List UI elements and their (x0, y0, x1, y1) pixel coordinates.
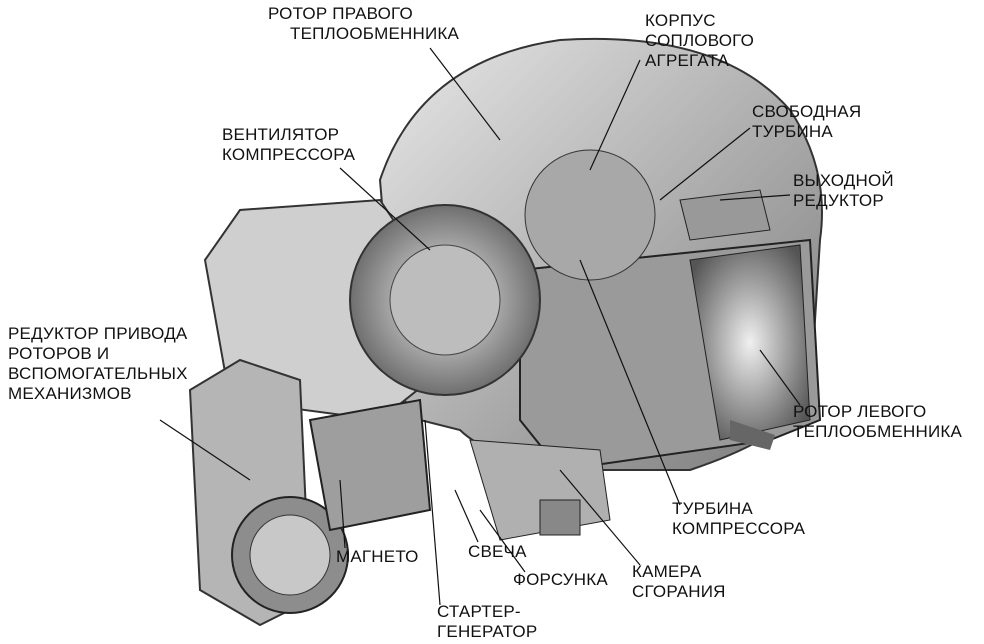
label-free-turbine: СВОБОДНАЯ ТУРБИНА (752, 102, 861, 142)
label-line: ВЕНТИЛЯТОР (222, 125, 340, 144)
label-nozzle-housing: КОРПУС СОПЛОВОГО АГРЕГАТА (645, 11, 754, 71)
label-line: ВСПОМОГАТЕЛЬНЫХ (8, 364, 188, 383)
label-line: РЕДУКТОР ПРИВОДА (8, 324, 188, 343)
label-line: МЕХАНИЗМОВ (8, 384, 132, 403)
engine-body (188, 37, 823, 627)
label-line: КАМЕРА (632, 562, 702, 581)
label-line: ТУРБИНА (752, 122, 833, 141)
label-right-heat-exchanger-rotor: РОТОР ПРАВОГО ТЕПЛООБМЕННИКА (268, 4, 459, 44)
label-compressor-fan: ВЕНТИЛЯТОР КОМПРЕССОРА (222, 125, 355, 165)
label-compressor-turbine: ТУРБИНА КОМПРЕССОРА (672, 499, 805, 539)
label-line: ВЫХОДНОЙ (793, 171, 894, 190)
label-line: ТЕПЛООБМЕННИКА (793, 422, 963, 441)
label-line: РЕДУКТОР (793, 191, 884, 210)
label-left-heat-exchanger-rotor: РОТОР ЛЕВОГО ТЕПЛООБМЕННИКА (793, 402, 962, 442)
label-line: СВОБОДНАЯ (752, 102, 862, 121)
label-line: РОТОР ПРАВОГО (268, 4, 413, 23)
label-spark-plug: СВЕЧА (468, 542, 527, 561)
label-line: КОМПРЕССОРА (222, 145, 356, 164)
label-starter-generator: СТАРТЕР- ГЕНЕРАТОР (437, 602, 537, 642)
label-line: ТЕПЛООБМЕННИКА (290, 24, 460, 43)
label-line: ТУРБИНА (672, 499, 753, 518)
label-line: СОПЛОВОГО (645, 31, 754, 50)
label-line: РОТОР ЛЕВОГО (793, 402, 927, 421)
label-line: ГЕНЕРАТОР (437, 622, 538, 641)
label-output-gearbox: ВЫХОДНОЙ РЕДУКТОР (793, 171, 894, 211)
label-line: АГРЕГАТА (645, 51, 730, 70)
label-line: КОМПРЕССОРА (672, 519, 806, 538)
label-line: КОРПУС (645, 11, 716, 30)
label-line: РОТОРОВ И (8, 344, 110, 363)
label-line: СТАРТЕР- (437, 602, 521, 621)
label-line: СГОРАНИЯ (632, 582, 726, 601)
label-combustion-chamber: КАМЕРА СГОРАНИЯ (632, 562, 726, 602)
label-drive-gearbox: РЕДУКТОР ПРИВОДА РОТОРОВ И ВСПОМОГАТЕЛЬН… (8, 324, 188, 404)
label-injector: ФОРСУНКА (513, 570, 608, 589)
label-magneto: МАГНЕТО (336, 547, 419, 566)
leader-lines (159, 47, 801, 606)
